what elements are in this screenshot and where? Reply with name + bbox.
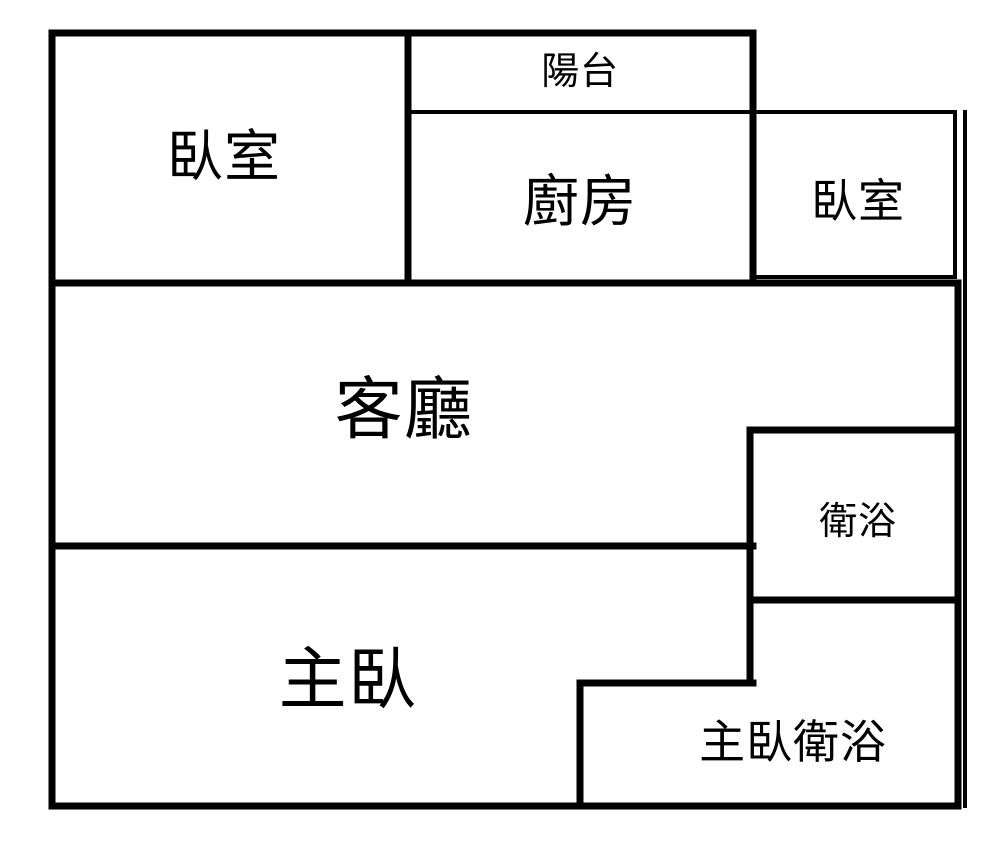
room-label-living-room: 客廳 [334, 371, 474, 450]
wall-group-structural [48, 29, 962, 810]
wall-group-partition [406, 110, 967, 808]
room-label-bathroom: 衛浴 [819, 499, 897, 543]
room-label-master-bathroom: 主臥衛浴 [699, 715, 887, 769]
room-label-bedroom: 臥室 [811, 174, 905, 228]
room-label-master-bedroom: 主臥 [278, 641, 418, 720]
room-label-balcony: 陽台 [541, 49, 619, 93]
room-label-kitchen: 廚房 [522, 170, 638, 235]
room-label-bedroom: 臥室 [166, 125, 282, 190]
